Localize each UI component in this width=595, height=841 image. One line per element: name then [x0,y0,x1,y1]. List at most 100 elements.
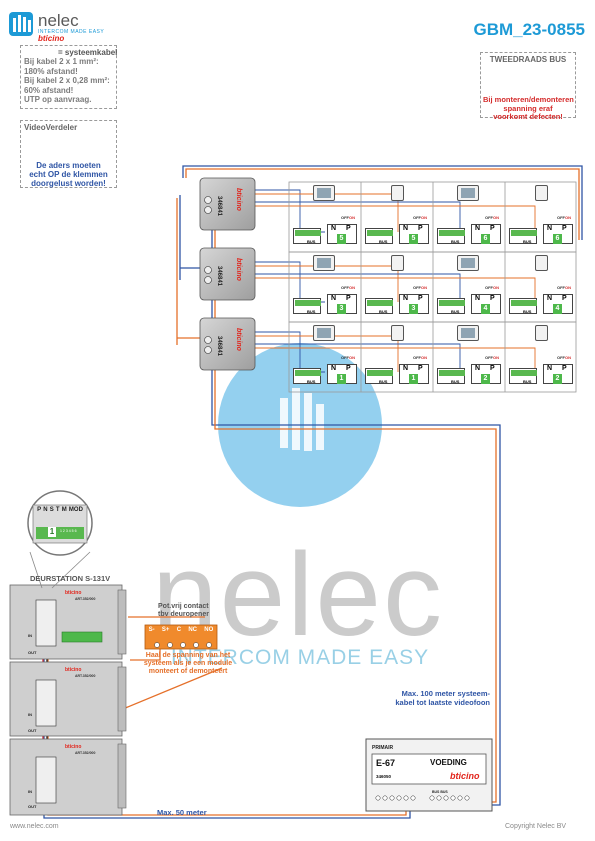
distributor-model-label: 346841 [216,196,222,217]
switch-on-label: ON [565,355,571,360]
video-monitor-icon [313,325,335,341]
terminal-screws [367,370,393,376]
terminal-n-label: N [403,365,409,372]
dip-label: T [55,507,60,513]
video-monitor-icon [313,255,335,271]
video-distributor-3 [199,317,256,371]
power-switch: OFFON [413,215,427,220]
terminal-screws [439,300,465,306]
monitor-address-badge: 4 [481,304,490,314]
terminal-n-label: N [331,295,337,302]
monitor-screen [317,258,331,268]
video-distributor-note: echt OP de klemmen [29,170,108,179]
video-distributor-1 [199,177,256,231]
port-out-label: OUT [28,650,37,655]
switch-on-label: ON [565,285,571,290]
bus-terminal-label: BUS [307,379,316,384]
document-number: GBM_23-0855 [473,20,585,39]
audio-handset-icon [391,255,404,271]
monitor-address-badge: 6 [553,234,562,244]
terminal-n-label: N [475,365,481,372]
terminal-p-label: P [346,365,351,372]
bus-terminal-label: BUS [451,379,460,384]
footer-website[interactable]: www.nelec.com [10,823,59,830]
monitor-address-badge: 6 [481,234,490,244]
monitor-terminal-block: BUS [293,368,321,384]
max-system-cable: kabel tot laatste videofoon [395,698,490,707]
video-monitor-icon [313,185,335,201]
monitor-terminal-block: BUS [365,228,393,244]
monitor-terminal-block: BUS [509,368,537,384]
switch-on-label: ON [493,355,499,360]
door-module-brand: bticino [65,667,82,673]
max-system-cable: Max. 100 meter systeem- [401,689,490,698]
terminal-screws [511,300,537,306]
monitor-terminal-block: BUS [365,298,393,314]
port-out-label: OUT [28,728,37,733]
monitor-terminal-block: BUS [437,298,465,314]
two-wire-bus-warning: Bij monteren/demonteren [483,95,574,105]
monitor-address-badge: 5 [337,234,346,244]
nelec-logo-icon [9,12,33,36]
port-out-label: OUT [28,804,37,809]
terminal-screws [511,370,537,376]
power-switch: OFFON [557,355,571,360]
terminal-screws [295,300,321,306]
power-switch: OFFON [341,285,355,290]
terminal-screws [367,230,393,236]
monitor-screen [461,328,475,338]
bus-terminal-label: BUS [523,379,532,384]
dip-label: M [61,507,67,513]
terminal-screws [439,230,465,236]
power-name: VOEDING [430,758,467,767]
port-in-label: IN [28,633,32,638]
terminal-p-label: P [346,295,351,302]
terminal-screws [367,300,393,306]
partner-logo: bticino [38,34,65,43]
switch-on-label: ON [349,355,355,360]
watermark-bars-icon [280,388,324,451]
distributor-brand-label: bticino [235,328,242,351]
video-distributor-note: De aders moeten [36,161,101,171]
terminal-n-label: N [331,225,337,232]
cable-note-line: Bij kabel 2 x 1 mm²: [24,57,99,67]
contact-terminal-label: S- [148,627,155,633]
terminal-p-label: P [562,365,567,372]
cable-note-line: Bij kabel 2 x 0,28 mm²: [24,76,110,86]
power-switch: OFFON [485,355,499,360]
terminal-n-label: N [403,225,409,232]
two-wire-bus-title: TWEEDRAADS BUS [489,55,567,64]
terminal-p-label: P [490,295,495,302]
contact-terminal-label: NC [188,627,198,633]
audio-handset-icon [535,255,548,271]
dip-label: MOD [68,507,83,513]
monitor-address-badge: 4 [553,304,562,314]
dip-label: P [37,507,42,513]
cable-note-line: UTP op aanvraag. [24,95,92,105]
audio-handset-icon [391,325,404,341]
terminal-p-label: P [346,225,351,232]
video-monitor-icon [457,255,479,271]
cable-note-box: = systeemkabel Bij kabel 2 x 1 mm²: 180%… [20,45,117,109]
distributor-model-label: 346841 [216,266,222,287]
watermark-tagline: INTERCOM MADE EASY [170,646,430,669]
door-module-label: ART.352/000 [75,597,96,601]
contact-terminal-label: S+ [161,627,170,633]
door-module-label: ART.352/000 [75,674,96,678]
power-switch: OFFON [485,215,499,220]
video-distributor-title: VideoVerdeler [24,123,78,132]
video-distributor-note: doorgelust worden! [31,178,106,188]
switch-on-label: ON [421,215,427,220]
